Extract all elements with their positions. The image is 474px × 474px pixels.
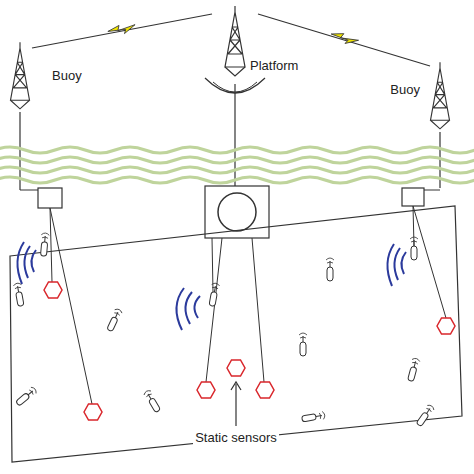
station-label: Buoy	[388, 82, 422, 97]
station-label: Platform	[248, 58, 300, 73]
station-label: Buoy	[50, 68, 84, 83]
sensor-label: Static sensors	[193, 430, 279, 445]
